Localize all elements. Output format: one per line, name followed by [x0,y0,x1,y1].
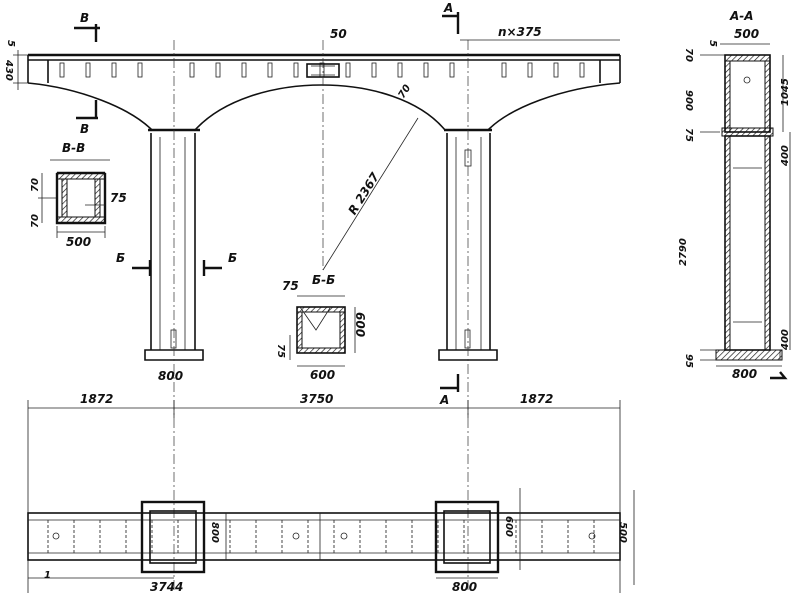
beam-rib [293,62,299,78]
vv-dim-70a: 70 [30,178,41,192]
left-cantilever-curve [27,82,153,131]
radius-leader [322,117,419,271]
beam-rib [215,62,221,78]
beam-ribs [59,62,585,78]
bb-dim-600h: 600 [353,312,367,337]
plan-dim-left: 1872 [80,392,113,406]
left-column [144,133,204,361]
aa-dim-70: 70 [683,48,694,62]
beam-rib [553,62,559,78]
beam-rib [137,62,143,78]
plan-dim-center: 3750 [300,392,333,406]
beam-rib [85,62,91,78]
beam-rib [371,62,377,78]
plan-view [27,400,635,593]
bb-width: 600 [310,368,335,382]
beam-rib [59,62,65,78]
aa-dim-400a: 400 [780,145,791,167]
beam-rib [527,62,533,78]
plan-dim-800v: 800 [209,522,220,543]
plan-right-base [434,500,500,574]
aa-dim-75: 75 [683,128,694,142]
section-vv [38,159,110,238]
plan-dim-right: 1872 [520,392,553,406]
plan-dim-500v: 500 [617,522,628,543]
aa-dim-900: 900 [683,90,694,111]
labels: В В Б Б А А 50 n×375 5 430 70 R 2367 В-В… [3,1,791,593]
beam-rib [345,62,351,78]
bb-dim-75b: 75 [275,344,286,358]
beam-rib [267,62,273,78]
bb-dim-75a: 75 [282,279,299,293]
cut-label-v-bottom: В [80,122,89,136]
plan-dim-800: 800 [452,580,477,593]
cut-label-b-right: Б [228,251,237,265]
plan-dim-600v: 600 [503,516,514,537]
vv-width: 500 [66,235,91,249]
aa-title: А-А [729,9,754,23]
dim-5: 5 [5,40,16,47]
beam-rib [397,62,403,78]
right-cantilever-curve [487,82,621,131]
beam-rib [423,62,429,78]
vv-dim-70b: 70 [30,214,41,228]
elevation-view [13,39,621,593]
section-aa [700,43,791,380]
beam-rib [449,62,455,78]
left-column-base-width: 800 [158,369,183,383]
cut-label-b-left: Б [116,251,125,265]
aa-dim-2790: 2790 [678,238,689,266]
aa-dim-95: 95 [683,354,694,368]
plan-mark-1: 1 [44,570,51,581]
beam-rib [241,62,247,78]
dim-50: 50 [330,27,347,41]
central-arch [194,84,446,131]
cut-label-a-bottom: А [439,393,449,407]
cut-markers [74,12,460,392]
dim-430: 430 [3,59,14,81]
arch-radius: R 2367 [345,170,382,218]
dim-spacing: n×375 [498,25,542,39]
cut-label-v-top: В [80,11,89,25]
bb-title: Б-Б [312,273,335,287]
aa-dim-1045: 1045 [780,78,791,106]
section-bb [289,295,356,367]
beam-rib [501,62,507,78]
cut-label-a-top: А [443,1,453,15]
plan-left-base [140,500,206,574]
aa-width-bottom: 800 [732,367,757,381]
beam-web-line [47,60,601,83]
aa-dim-5: 5 [707,40,718,47]
beam-rib [111,62,117,78]
aa-dim-400b: 400 [780,329,791,351]
beam-rib [579,62,585,78]
vv-title: В-В [62,141,85,155]
beam-rib [189,62,195,78]
vv-dim-75: 75 [110,191,127,205]
plan-dim-3744: 3744 [150,580,183,593]
aa-width-top: 500 [734,27,759,41]
